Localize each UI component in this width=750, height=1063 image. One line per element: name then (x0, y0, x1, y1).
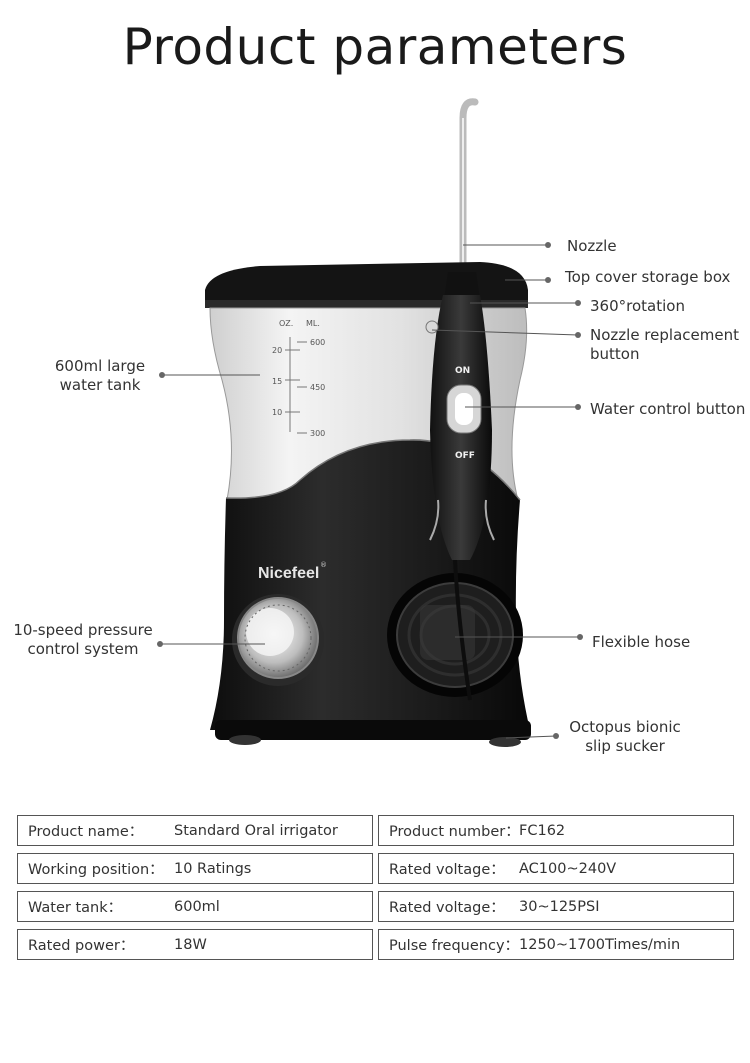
spec-table-left: Product name： Standard Oral irrigator Wo… (17, 815, 373, 967)
spec-row-working-position: Working position： 10 Ratings (17, 853, 373, 884)
callout-water-tank-line1: 600ml large (54, 357, 146, 375)
scale-oz-header: OZ. (279, 319, 293, 328)
callout-nozzle-replacement-line2: button (590, 345, 640, 363)
pressure-knob (232, 594, 324, 686)
scale-oz-10: 10 (272, 408, 282, 417)
handle-on-label: ON (455, 366, 470, 376)
callout-rotation: 360°rotation (590, 297, 685, 315)
callout-pressure-system: 10-speed pressure control system (10, 621, 156, 659)
spec-row-product-name: Product name： Standard Oral irrigator (17, 815, 373, 846)
spec-row-water-tank: Water tank： 600ml (17, 891, 373, 922)
spec-key: Working position： (28, 862, 164, 878)
spec-value: 10 Ratings (174, 860, 252, 877)
spec-key: Product name： (28, 824, 144, 840)
callout-pressure-system-line2: control system (27, 640, 139, 658)
spec-value: 18W (174, 936, 207, 953)
spec-key: Water tank： (28, 900, 123, 916)
callout-octopus-line1: Octopus bionic (569, 718, 681, 736)
spec-value: 1250~1700Times/min (519, 936, 681, 953)
spec-row-rated-voltage: Rated voltage： AC100~240V (378, 853, 734, 884)
callout-nozzle-replacement-line1: Nozzle replacement (590, 326, 739, 344)
spec-row-product-number: Product number： FC162 (378, 815, 734, 846)
spec-value: 30~125PSI (519, 898, 600, 915)
product-illustration: OZ. ML. 20 15 10 600 450 300 Nicefeel ® (157, 98, 583, 747)
spec-row-pulse-frequency: Pulse frequency： 1250~1700Times/min (378, 929, 734, 960)
callout-water-tank: 600ml large water tank (45, 357, 155, 395)
scale-oz-20: 20 (272, 346, 282, 355)
callout-water-control: Water control button (590, 400, 746, 418)
scale-oz-15: 15 (272, 377, 282, 386)
callout-nozzle: Nozzle (567, 237, 617, 255)
spec-key: Rated voltage： (389, 900, 505, 916)
callout-octopus: Octopus bionic slip sucker (566, 718, 684, 756)
callout-water-tank-line2: water tank (59, 376, 141, 394)
callout-octopus-line2: slip sucker (585, 737, 665, 755)
registered-mark: ® (320, 561, 327, 569)
spec-row-rated-pressure: Rated voltage： 30~125PSI (378, 891, 734, 922)
spec-key: Rated voltage： (389, 862, 505, 878)
page-title: Product parameters (122, 18, 628, 76)
spec-value: 600ml (174, 898, 220, 915)
callout-flexible-hose: Flexible hose (592, 633, 691, 651)
handle-off-label: OFF (455, 451, 475, 461)
spec-key: Product number： (389, 824, 520, 840)
spec-value: FC162 (519, 822, 566, 839)
scale-ml-450: 450 (310, 383, 325, 392)
hose-compartment (387, 573, 523, 697)
callout-top-cover: Top cover storage box (565, 268, 731, 286)
scale-ml-600: 600 (310, 338, 325, 347)
spec-table-right: Product number： FC162 Rated voltage： AC1… (378, 815, 734, 967)
callout-nozzle-replacement: Nozzle replacement button (590, 326, 739, 364)
brand-logo: Nicefeel (258, 565, 319, 582)
spec-row-rated-power: Rated power： 18W (17, 929, 373, 960)
callout-pressure-system-line1: 10-speed pressure (13, 621, 153, 639)
nozzle-tip (459, 98, 479, 279)
spec-key: Rated power： (28, 938, 135, 954)
spec-value: Standard Oral irrigator (174, 822, 338, 839)
scale-ml-header: ML. (306, 319, 320, 328)
handle: ON OFF (425, 272, 495, 560)
spec-key: Pulse frequency： (389, 938, 520, 954)
spec-value: AC100~240V (519, 860, 617, 877)
scale-ml-300: 300 (310, 429, 325, 438)
